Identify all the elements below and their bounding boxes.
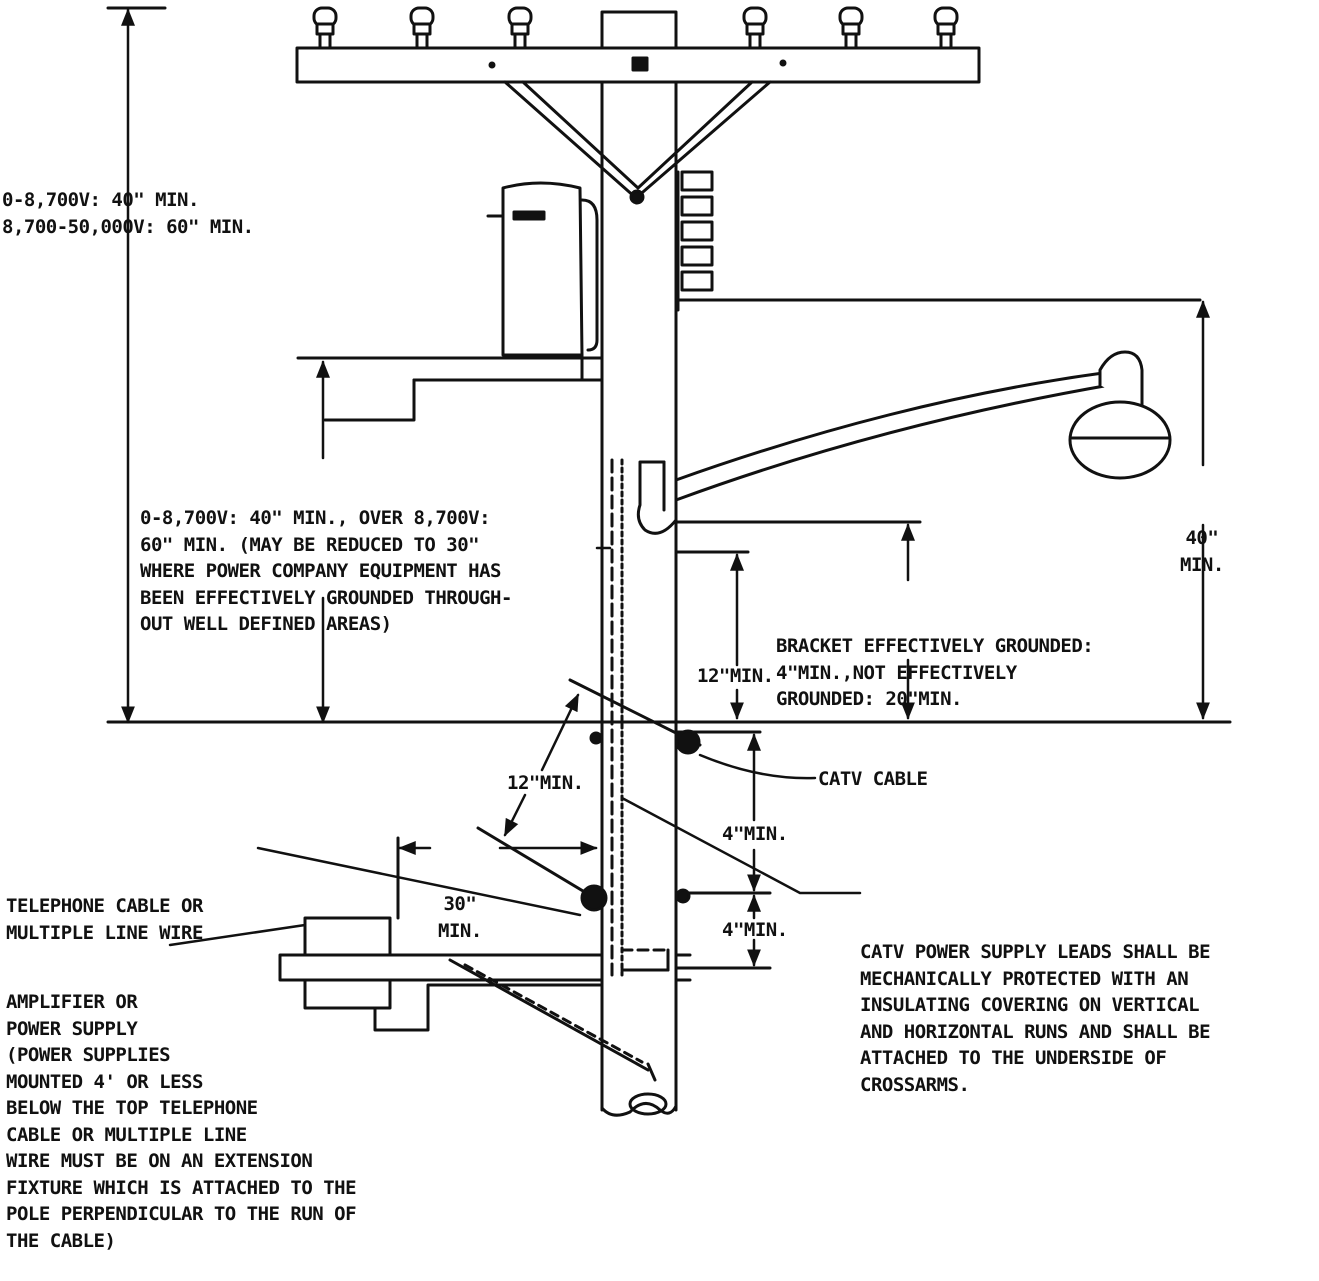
secondary-supports (296, 356, 604, 422)
catv-cable-label: CATV CABLE (818, 768, 928, 790)
thirty-min-label: 30"MIN. (438, 893, 482, 942)
twelve-min-lower-label: 12"MIN. (507, 772, 584, 794)
leader-lines (168, 546, 862, 947)
top-crossarm (295, 46, 981, 205)
cables (396, 678, 702, 920)
bracket-label: BRACKET EFFECTIVELY GROUNDED:4"MIN.,NOT … (776, 635, 1094, 710)
diagram-drawing (106, 6, 1232, 1117)
insulators (312, 6, 959, 50)
four-min-upper-label: 4"MIN. (722, 823, 788, 845)
four-min-lower-label: 4"MIN. (722, 919, 788, 941)
pole-steps (676, 170, 714, 312)
utility-pole (600, 10, 678, 1117)
dimension-lines (121, 8, 1210, 967)
top-clearance-label: 0-8,700V: 40" MIN.8,700-50,000V: 60" MIN… (2, 189, 254, 238)
catv-power-leads (610, 458, 670, 977)
pole-clearance-diagram: 0-8,700V: 40" MIN.8,700-50,000V: 60" MIN… (2, 6, 1232, 1252)
lamp-clearance-label: 40"MIN. (1180, 527, 1224, 576)
reference-lines (106, 6, 1232, 970)
lower-crossarm (278, 916, 692, 1082)
twelve-min-upper-label: 12"MIN. (697, 665, 774, 687)
transformer (486, 181, 599, 382)
power-clearance-label: 0-8,700V: 40" MIN., OVER 8,700V:60" MIN.… (140, 507, 512, 635)
street-lamp (636, 298, 1202, 535)
